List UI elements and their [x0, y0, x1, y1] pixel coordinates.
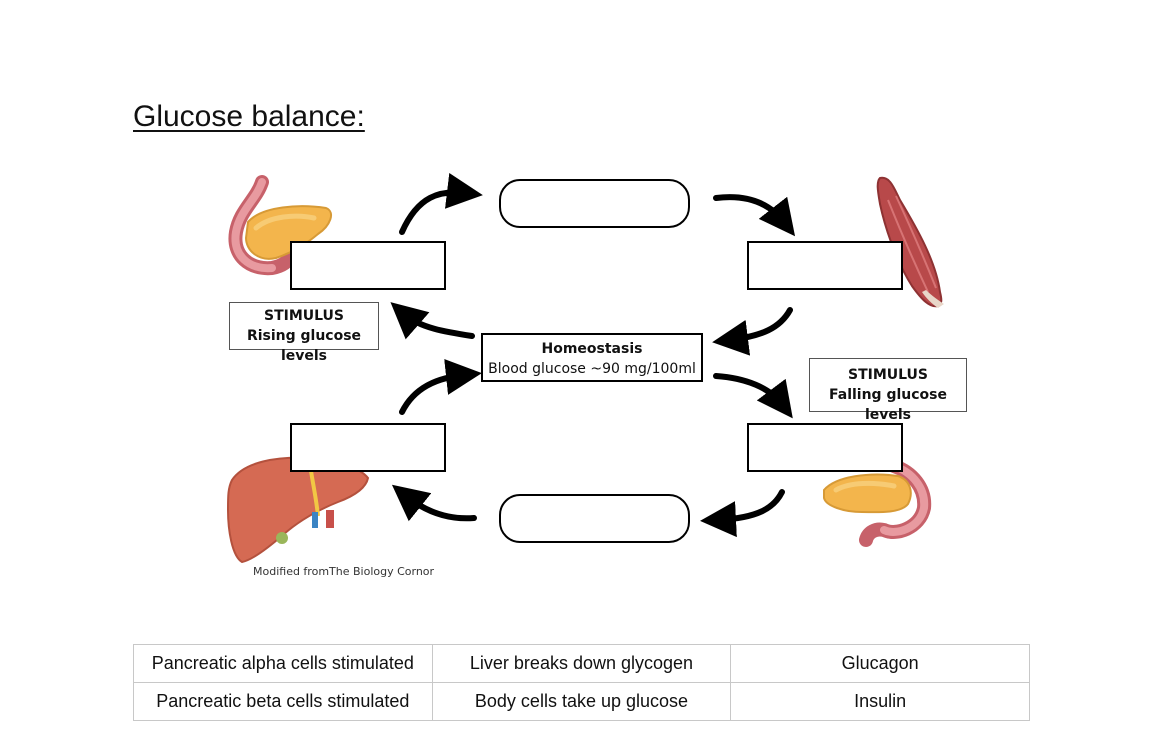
stimulus-rising-heading: STIMULUS [263, 308, 344, 324]
table-row: Pancreatic beta cells stimulated Body ce… [133, 682, 1030, 721]
table-cell: Pancreatic beta cells stimulated [133, 682, 433, 721]
blank-box-hormone-top[interactable] [499, 179, 690, 228]
homeostasis-text: Blood glucose ~90 mg/100ml [488, 361, 696, 377]
arrow-8 [391, 484, 477, 522]
liver-icon [226, 456, 370, 564]
blank-box-muscle[interactable] [747, 241, 903, 290]
pancreas-icon [228, 175, 333, 276]
muscle-icon [876, 176, 944, 308]
arrow-2 [713, 194, 796, 237]
homeostasis-box: Homeostasis Blood glucose ~90 mg/100ml [481, 333, 703, 382]
page-title: Glucose balance: [133, 100, 365, 133]
table-cell: Pancreatic alpha cells stimulated [133, 644, 433, 683]
arrow-3 [712, 307, 793, 356]
blank-box-pancreas-bottom[interactable] [747, 423, 903, 472]
arrow-1 [399, 172, 483, 235]
blank-box-liver[interactable] [290, 423, 446, 472]
table-cell: Body cells take up glucose [431, 682, 732, 721]
stimulus-falling-box: STIMULUS Falling glucose levels [809, 358, 967, 423]
table-cell: Glucagon [730, 644, 1030, 683]
source-caption: Modified fromThe Biology Cornor [253, 565, 435, 578]
table-cell: Insulin [730, 682, 1030, 721]
stimulus-rising-box: STIMULUS Rising glucose levels [229, 302, 379, 364]
arrow-4 [390, 302, 475, 340]
homeostasis-heading: Homeostasis [541, 341, 643, 357]
pancreas-icon [823, 459, 932, 547]
answer-table: Pancreatic alpha cells stimulated Liver … [133, 644, 1030, 721]
arrow-7 [700, 489, 785, 538]
arrow-5 [399, 359, 482, 415]
stimulus-falling-text: Falling glucose levels [829, 387, 947, 423]
table-cell: Liver breaks down glycogen [431, 644, 732, 683]
blank-box-pancreas-top[interactable] [290, 241, 446, 290]
table-row: Pancreatic alpha cells stimulated Liver … [133, 644, 1030, 683]
stimulus-falling-heading: STIMULUS [847, 367, 928, 383]
arrow-6 [713, 373, 793, 419]
blank-box-hormone-bottom[interactable] [499, 494, 690, 543]
stimulus-rising-text: Rising glucose levels [246, 328, 362, 364]
